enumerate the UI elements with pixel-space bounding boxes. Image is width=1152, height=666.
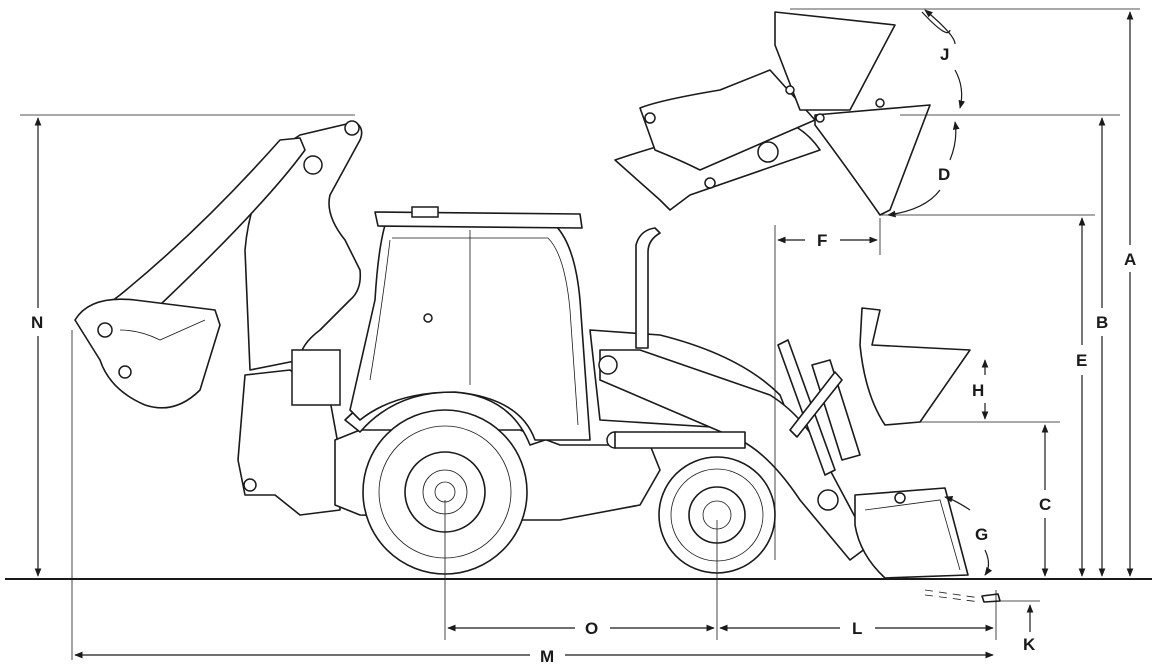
raised-loader-arm xyxy=(614,69,821,211)
loader-arm xyxy=(599,349,871,561)
label-O: O xyxy=(585,619,598,638)
raised-loader-bucket-dump xyxy=(814,98,931,216)
front-wheel xyxy=(658,456,776,574)
exhaust-stack xyxy=(635,227,661,349)
backhoe-bucket xyxy=(74,298,221,409)
label-H: H xyxy=(972,381,984,400)
rear-wheel xyxy=(362,409,528,575)
label-F: F xyxy=(817,231,827,250)
label-M: M xyxy=(540,647,554,666)
loader-bucket xyxy=(854,487,969,579)
label-K: K xyxy=(1023,635,1036,654)
label-L: L xyxy=(852,619,862,638)
label-G: G xyxy=(975,525,988,544)
cab-roof xyxy=(374,211,583,229)
label-N: N xyxy=(31,313,43,332)
dimension-lines xyxy=(20,8,1140,660)
bucket-below-grade xyxy=(981,593,1001,603)
label-C: C xyxy=(1039,495,1051,514)
backhoe-loader-machine xyxy=(74,11,1001,603)
label-D: D xyxy=(938,165,950,184)
raised-loader-bucket-level xyxy=(774,11,896,111)
label-A: A xyxy=(1124,250,1136,269)
dimension-label-group: A B C D E F G H J K L M N O xyxy=(31,45,1136,666)
mid-loader-bucket xyxy=(859,307,971,426)
label-J: J xyxy=(940,45,949,64)
label-B: B xyxy=(1096,313,1108,332)
label-E: E xyxy=(1076,351,1087,370)
